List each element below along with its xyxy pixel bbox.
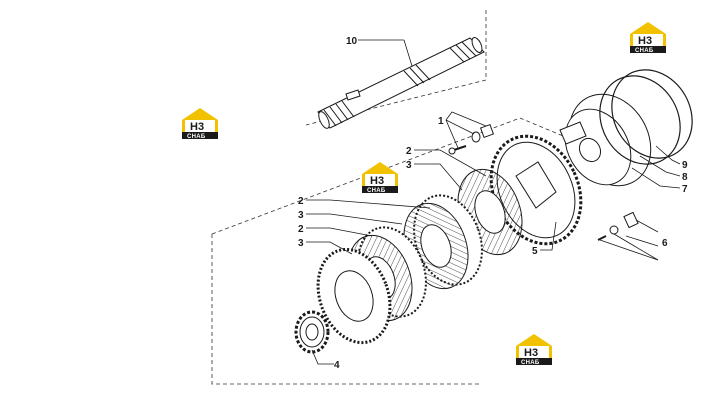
spline-hub [294,310,330,354]
callout-4: 4 [334,360,340,371]
callout-1: 1 [438,116,444,127]
watermark-logo-3: H3 CHAБ [362,162,398,194]
callout-8: 8 [682,172,688,183]
piston-housing [559,93,652,187]
svg-text:CHAБ: CHAБ [187,134,206,140]
callout-2-top: 2 [406,146,412,157]
svg-text:H3: H3 [524,347,538,359]
callout-3-top: 3 [406,160,412,171]
callouts: 10 1 2 3 2 3 2 3 4 5 6 7 8 9 [298,36,688,371]
callout-2-low: 2 [298,224,304,235]
callout-2-mid: 2 [298,196,304,207]
small-fasteners [448,123,495,155]
callout-5: 5 [532,246,538,257]
svg-text:H3: H3 [190,121,204,133]
svg-text:H3: H3 [638,35,652,47]
callout-3-low: 3 [298,238,304,249]
callout-7: 7 [682,184,688,195]
svg-text:CHAБ: CHAБ [635,48,654,54]
callout-6: 6 [662,238,668,249]
svg-text:CHAБ: CHAБ [367,188,386,194]
callout-10: 10 [346,36,358,47]
seal-rings [599,69,693,165]
callout-3-mid: 3 [298,210,304,221]
watermark-logo-2: H3 CHAБ [182,108,218,140]
callout-9: 9 [682,160,688,171]
watermark-logo-1: H3 CHAБ [630,22,666,54]
svg-text:CHAБ: CHAБ [521,360,540,366]
friction-discs [316,168,523,345]
watermark-logo-4: H3 CHAБ [516,334,552,366]
shaft [317,37,485,129]
valve-parts [597,211,639,241]
leader-lines [306,39,681,365]
svg-text:H3: H3 [370,175,384,187]
